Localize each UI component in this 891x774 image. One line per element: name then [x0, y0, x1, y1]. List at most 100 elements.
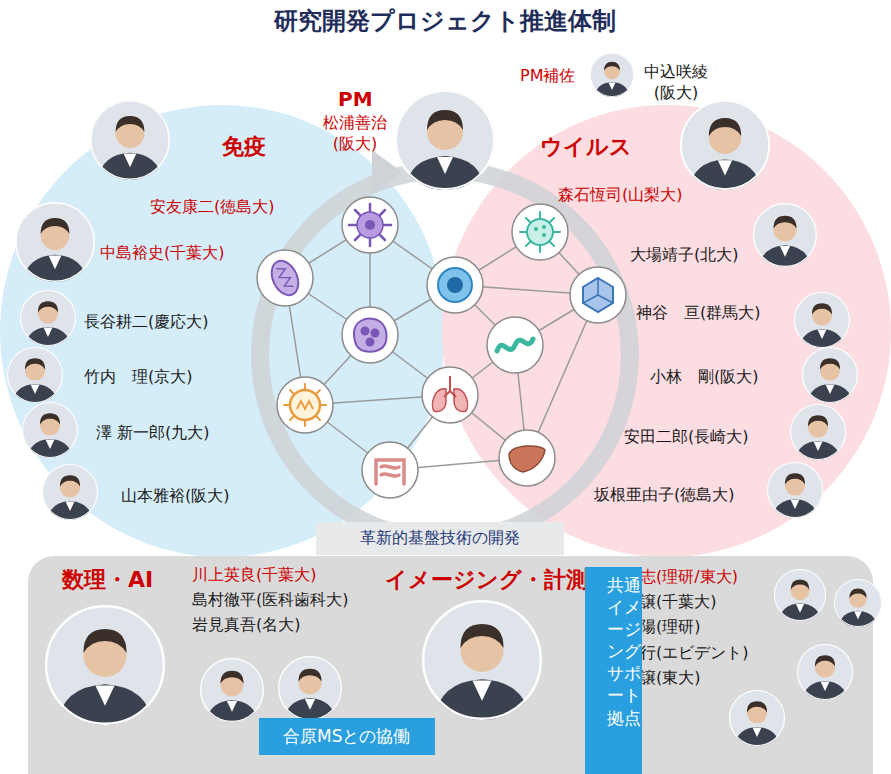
icon-disc: [257, 250, 313, 306]
portrait-photo: [20, 290, 76, 346]
assistant-name: 中込咲綾 (阪大): [640, 62, 712, 104]
member-name: 竹内 理(京大): [84, 367, 192, 388]
member-name: 安田二郎(長崎大): [624, 427, 748, 448]
portrait-photo: [45, 605, 165, 725]
virus-dot: [534, 227, 538, 231]
network-link: [370, 285, 455, 335]
section-tab: 革新的基盤技術の開発: [316, 522, 564, 555]
portrait-photo: [802, 347, 858, 403]
organelle-folds: [275, 265, 294, 290]
portrait-photo: [90, 100, 170, 180]
box-label: 革新的基盤技術の開発: [360, 528, 520, 549]
portrait-photos: [7, 53, 882, 746]
intestine-icon: [362, 442, 418, 498]
group-heading: 免疫: [222, 133, 266, 162]
portrait-photo: [395, 90, 495, 190]
network-link: [540, 232, 598, 295]
diagram-title: 研究開発プロジェクト推進体制: [274, 6, 616, 37]
region-shape: [0, 105, 445, 557]
group-heading: 数理・AI: [62, 566, 153, 595]
member-name: 坂根亜由子(徳島大): [594, 485, 734, 506]
cycle-ring-arc: [260, 170, 630, 540]
network-link: [369, 225, 371, 335]
network-link: [515, 295, 598, 345]
member-name: 島村徹平(医科歯科大): [192, 590, 348, 611]
virus-spikes: [520, 212, 560, 252]
member-name: 山本雅裕(阪大): [121, 486, 229, 507]
network-link: [515, 345, 527, 458]
icon-disc: [512, 204, 568, 260]
cell-body: [438, 268, 472, 302]
virus-dot: [542, 225, 546, 229]
portrait-photo: [834, 579, 882, 627]
network-link: [285, 225, 370, 278]
virus-region: ウイルス森石恆司(山梨大) 大場靖子(北大) 神谷 亘(群馬大) 小林 剛(阪大) 安田…: [442, 105, 891, 557]
icon-disc: [427, 257, 483, 313]
member-name: 岩見真吾(名大): [192, 615, 300, 636]
box-label: 合原MSとの協働: [283, 725, 410, 747]
cell-nucleus: [447, 277, 463, 293]
network-links: [285, 225, 598, 470]
worm-body: [497, 339, 533, 351]
network-link: [455, 285, 598, 295]
organelle-body: [267, 257, 304, 300]
member-name: 森石恆司(山梨大): [558, 185, 682, 206]
liver-icon: [499, 430, 555, 486]
support-box: 共通イメージング サポート拠点: [585, 567, 642, 774]
portrait-photo: [278, 656, 342, 720]
member-name: 大場靖子(北大): [630, 245, 738, 266]
network-link: [450, 395, 527, 458]
network-link: [285, 278, 305, 405]
bacterium-pili: [284, 384, 326, 426]
region-shape: [442, 105, 891, 557]
icon-disc: [422, 367, 478, 423]
icon-disc: [277, 377, 333, 433]
immunity-region: 免疫安友康二(徳島大)中島裕史(千葉大)長谷耕二(慶応大)竹内 理(京大)澤 新…: [0, 105, 445, 557]
virus-dot: [542, 233, 546, 237]
nucleus-lobe: [366, 338, 375, 347]
cell-nucleus: [365, 220, 375, 230]
icon-disc: [487, 317, 543, 373]
cell-icon: [427, 257, 483, 313]
network-link: [370, 335, 450, 395]
member-name: 安友康二(徳島大): [150, 197, 274, 218]
group-heading: ウイルス: [540, 133, 632, 162]
cell-body: [354, 319, 387, 352]
nucleus-lobe: [361, 327, 370, 336]
network-link: [390, 458, 527, 470]
portrait-photo: [753, 203, 817, 267]
mitochondria-icon: [257, 250, 313, 306]
icon-disc: [342, 197, 398, 253]
network-link: [305, 335, 370, 405]
intestine-body: [376, 460, 404, 484]
network-link: [455, 232, 540, 285]
network-link: [527, 295, 598, 458]
icon-disc: [499, 430, 555, 486]
box-label: 共通イメージング サポート拠点: [605, 574, 642, 729]
bacterium-dna: [297, 401, 313, 409]
member-name: 神谷 亘(群馬大): [636, 303, 760, 324]
member-name: 小林 剛(阪大): [650, 367, 758, 388]
icon-disc: [342, 307, 398, 363]
lungs-icon: [422, 367, 478, 423]
network-link: [370, 225, 455, 285]
icon-disc: [362, 442, 418, 498]
member-name: 川上英良(千葉大): [192, 565, 316, 586]
role-label: PM補佐: [520, 66, 575, 87]
portrait-photo: [7, 347, 63, 403]
bacterium-icon: [277, 377, 333, 433]
icon-disc: [570, 267, 626, 323]
trachea: [444, 376, 456, 397]
network-link: [450, 345, 515, 395]
worm-icon: [487, 317, 543, 373]
portrait-photo: [200, 658, 264, 722]
cell-spikes: [349, 204, 391, 246]
member-name: 中島裕史(千葉大): [100, 243, 224, 264]
portrait-photo: [797, 644, 853, 700]
collaboration-box: 合原MSとの協働: [259, 718, 435, 755]
portrait-photo: [794, 292, 850, 348]
capsid-icon: [570, 267, 626, 323]
portrait-photo: [15, 202, 95, 282]
virus-icon: [512, 204, 568, 260]
